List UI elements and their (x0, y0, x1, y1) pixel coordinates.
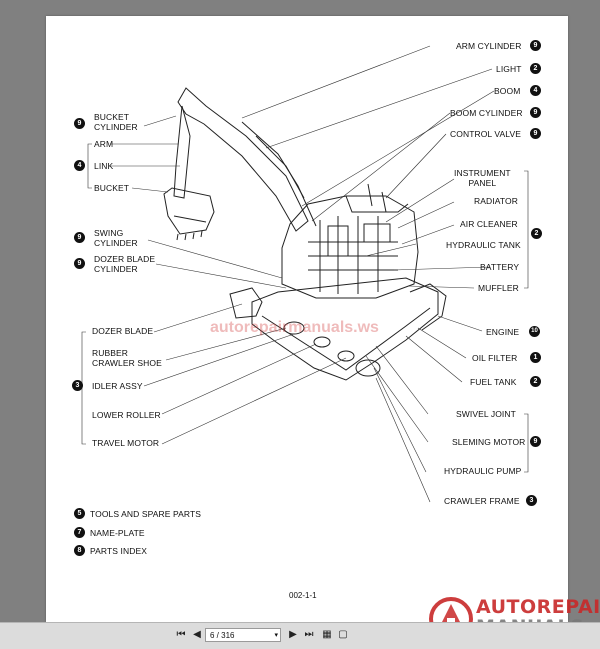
page-number-value: 6 / 316 (210, 631, 235, 640)
last-page-icon[interactable]: ⏭ (304, 629, 314, 640)
label-bucket-cylinder: BUCKET CYLINDER (94, 112, 138, 132)
label-lower-roller: LOWER ROLLER (92, 410, 161, 420)
badge-dozer-blade-cylinder: 9 (74, 258, 85, 269)
label-idler-assy: IDLER ASSY (92, 381, 143, 391)
view-mode-icon[interactable]: ▦ (322, 629, 332, 640)
badge-boom-cylinder: 9 (530, 107, 541, 118)
legend-badge-parts-index: 8 (74, 545, 85, 556)
badge-crawler-frame: 3 (526, 495, 537, 506)
fit-page-icon[interactable]: ▢ (338, 629, 348, 640)
label-rubber-crawler-shoe: RUBBER CRAWLER SHOE (92, 348, 162, 368)
label-boom: BOOM (494, 86, 521, 96)
legend-badge-tools: 5 (74, 508, 85, 519)
label-sleming-motor: SLEMING MOTOR (452, 437, 526, 447)
label-radiator: RADIATOR (474, 196, 518, 206)
label-control-valve: CONTROL VALVE (450, 129, 522, 139)
pdf-navigation-toolbar: ⏮ ◀ 6 / 316 ▾ ▶ ⏭ ▦ ▢ (0, 622, 600, 649)
label-bucket: BUCKET (94, 183, 130, 193)
first-page-icon[interactable]: ⏮ (176, 629, 186, 640)
badge-swing-cylinder: 9 (74, 232, 85, 243)
badge-light: 2 (530, 63, 541, 74)
label-travel-motor: TRAVEL MOTOR (92, 438, 160, 448)
badge-arm-cylinder: 9 (530, 40, 541, 51)
legend-badge-name-plate: 7 (74, 527, 85, 538)
legend-name-plate: NAME-PLATE (90, 528, 145, 538)
label-dozer-blade-cylinder: DOZER BLADE CYLINDER (94, 254, 156, 274)
previous-page-icon[interactable]: ◀ (193, 629, 201, 640)
badge-control-valve: 9 (530, 128, 541, 139)
label-light: LIGHT (496, 64, 522, 74)
label-swing-cylinder: SWING CYLINDER (94, 228, 138, 248)
watermark-center: autorepairmanuals.ws (210, 319, 379, 336)
label-air-cleaner: AIR CLEANER (460, 219, 518, 229)
badge-fuel-tank: 2 (530, 376, 541, 387)
label-hydraulic-tank: HYDRAULIC TANK (446, 240, 521, 250)
label-swivel-joint: SWIVEL JOINT (456, 409, 516, 419)
watermark-line1: AUTOREPAIR (476, 596, 600, 618)
badge-idler-assy: 3 (72, 380, 83, 391)
label-boom-cylinder: BOOM CYLINDER (450, 108, 523, 118)
excavator-diagram: autorepairmanuals.ws (81, 45, 529, 503)
legend-parts-index: PARTS INDEX (90, 546, 147, 556)
label-crawler-frame: CRAWLER FRAME (444, 496, 520, 506)
badge-air-cleaner: 2 (531, 228, 542, 239)
label-fuel-tank: FUEL TANK (470, 377, 517, 387)
badge-engine: 10 (529, 326, 540, 337)
page-label: 002-1-1 (289, 591, 317, 600)
label-hydraulic-pump: HYDRAULIC PUMP (444, 466, 522, 476)
page-number-field[interactable]: 6 / 316 ▾ (205, 628, 281, 642)
next-page-icon[interactable]: ▶ (289, 629, 297, 640)
label-arm: ARM (94, 139, 114, 149)
label-engine: ENGINE (486, 327, 520, 337)
badge-boom: 4 (530, 85, 541, 96)
legend-tools-and-spare-parts: TOOLS AND SPARE PARTS (90, 509, 202, 519)
label-battery: BATTERY (480, 262, 520, 272)
label-oil-filter: OIL FILTER (472, 353, 518, 363)
label-instrument-panel: INSTRUMENT PANEL (454, 168, 511, 188)
label-muffler: MUFFLER (478, 283, 519, 293)
label-link: LINK (94, 161, 114, 171)
badge-bucket-cylinder: 9 (74, 118, 85, 129)
label-dozer-blade: DOZER BLADE (92, 326, 154, 336)
badge-link: 4 (74, 160, 85, 171)
badge-oil-filter: 1 (530, 352, 541, 363)
label-arm-cylinder: ARM CYLINDER (456, 41, 522, 51)
document-page: autorepairmanuals.ws 9 BUCKET CYLINDER A… (46, 16, 568, 622)
chevron-down-icon[interactable]: ▾ (274, 632, 278, 639)
badge-sleming-motor: 9 (530, 436, 541, 447)
